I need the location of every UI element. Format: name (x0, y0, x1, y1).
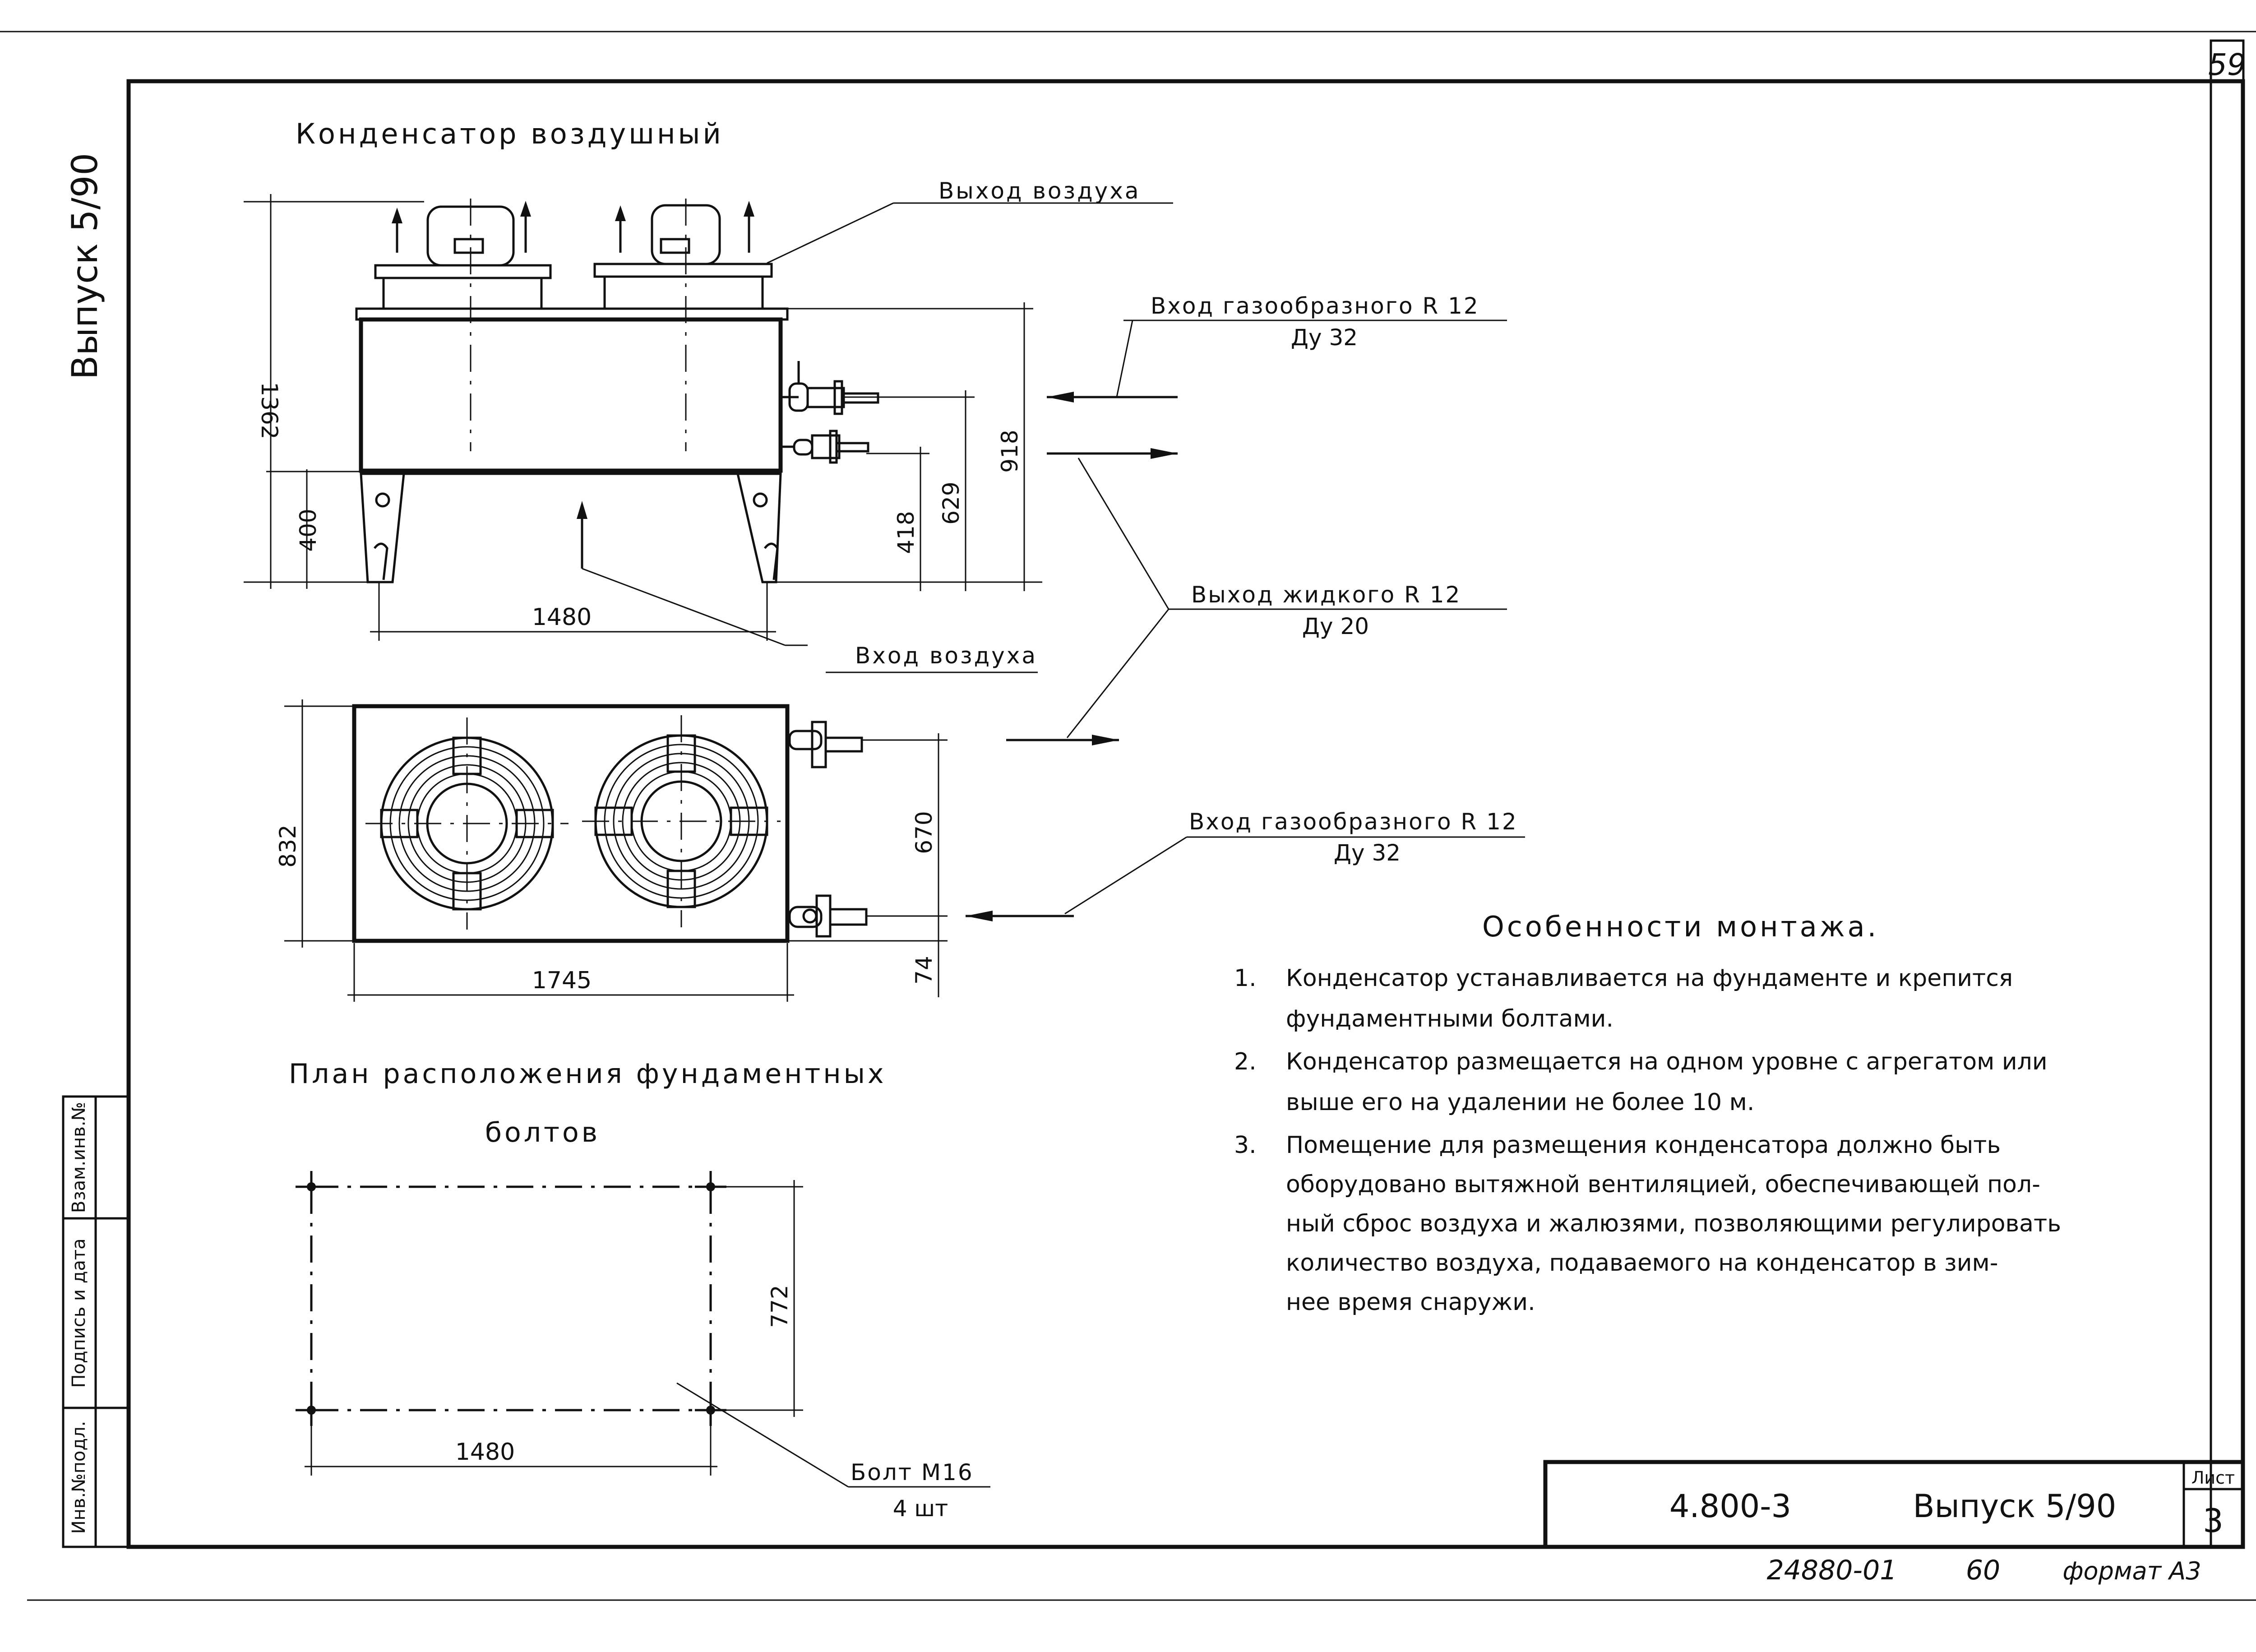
bolt-plan-title-1: План расположения фундаментных (289, 1058, 886, 1090)
left-stamp (62, 1095, 130, 1548)
dim-1480-side: 1480 (532, 604, 592, 631)
label-gas-in-top-dn: Ду 32 (1291, 324, 1358, 351)
footer-page: 60 (1966, 1555, 2000, 1586)
label-gas-in-plan: Вход газообразного R 12 (1189, 809, 1518, 835)
footer-format: формат А3 (2062, 1557, 2201, 1585)
dim-1362: 1362 (256, 382, 282, 439)
page-number: 59 (2208, 47, 2246, 82)
note-line: фундаментными болтами. (1286, 1005, 1613, 1032)
dim-74: 74 (911, 956, 937, 985)
note-line: оборудовано вытяжной вентиляцией, обеспе… (1286, 1171, 2040, 1198)
sheet-frame (0, 31, 2256, 1601)
note-number: 3. (1234, 1132, 1257, 1159)
condenser-title: Конденсатор воздушный (296, 117, 724, 150)
stamp-sign-label: Подпись и дата (69, 1238, 89, 1388)
label-air-out: Выход воздуха (938, 178, 1140, 204)
dim-1745: 1745 (532, 967, 592, 994)
note-line: количество воздуха, подаваемого на конде… (1286, 1249, 1998, 1277)
dim-629: 629 (938, 481, 964, 524)
note-line: нее время снаружи. (1286, 1289, 1535, 1316)
arrow-leaders (966, 319, 1525, 921)
side-issue-label: Выпуск 5/90 (65, 153, 106, 379)
bolt-label: Болт М16 (851, 1459, 974, 1485)
dim-772: 772 (767, 1285, 793, 1328)
bolt-marker-icon (296, 1171, 726, 1426)
stamp-replace-label: Взам.инв.№ (69, 1102, 89, 1213)
bolt-plan-title-2: болтов (485, 1117, 600, 1148)
bolt-count: 4 шт (893, 1495, 948, 1522)
note-line: Конденсатор размещается на одном уровне … (1286, 1048, 2048, 1075)
label-air-in: Вход воздуха (855, 643, 1037, 669)
dim-670: 670 (911, 811, 937, 854)
label-liquid-out: Выход жидкого R 12 (1191, 582, 1461, 608)
sheet-label: Лист (2191, 1468, 2235, 1488)
note-line: Конденсатор устанавливается на фундамент… (1286, 965, 2013, 992)
dim-832: 832 (275, 824, 301, 867)
title-block (1543, 1460, 2245, 1549)
condenser-plan-view (352, 704, 868, 943)
note-line: ный сброс воздуха и жалюзями, позволяющи… (1286, 1210, 2061, 1237)
fan-left-icon (365, 717, 569, 930)
dim-418: 418 (893, 511, 919, 554)
note-line: выше его на удалении не более 10 м. (1286, 1089, 1754, 1116)
label-gas-in-top: Вход газообразного R 12 (1151, 293, 1479, 319)
note-number: 2. (1234, 1048, 1257, 1075)
notes-title: Особенности монтажа. (1482, 910, 1879, 943)
title-issue: Выпуск 5/90 (1913, 1488, 2117, 1525)
side-view-dimensions (244, 194, 1173, 646)
plan-view-dimensions (284, 699, 948, 1002)
stamp-inv-label: Инв.№подл. (69, 1421, 89, 1534)
dim-400: 400 (295, 509, 321, 551)
fan-right-icon (582, 715, 781, 927)
title-code: 4.800-3 (1669, 1488, 1791, 1525)
note-number: 1. (1234, 965, 1257, 992)
dim-918: 918 (997, 430, 1023, 472)
label-liquid-out-dn: Ду 20 (1302, 613, 1369, 639)
sheet-number: 3 (2203, 1502, 2224, 1540)
note-line: Помещение для размещения конденсатора до… (1286, 1132, 2001, 1159)
label-gas-in-plan-dn: Ду 32 (1334, 840, 1401, 866)
notes-list: 1. Конденсатор устанавливается на фундам… (1234, 965, 2061, 1316)
dim-1480-bolt: 1480 (455, 1439, 515, 1466)
condenser-side-view (355, 199, 879, 583)
bolt-plan (296, 1171, 990, 1488)
footer-order: 24880-01 (1767, 1555, 1897, 1586)
